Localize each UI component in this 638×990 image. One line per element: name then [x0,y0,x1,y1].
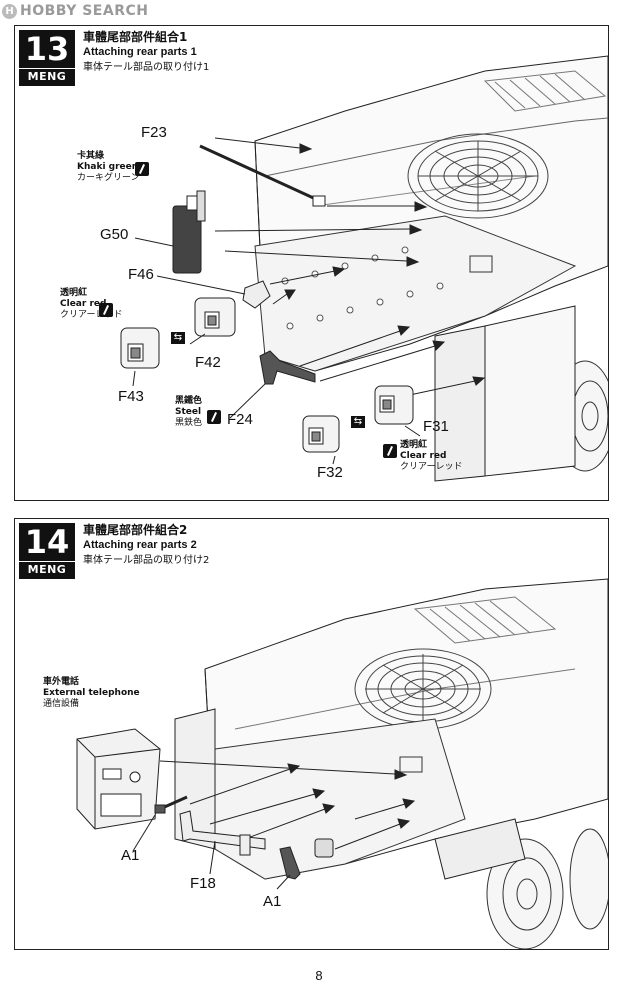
swap-arrows-icon: ⇆ [351,416,365,428]
step-14-panel: 14 MENG 車體尾部部件組合2 Attaching rear parts 2… [14,518,609,950]
external-telephone-box [76,728,161,830]
watermark-logo-icon: H [2,3,17,19]
paint-brush-icon [99,303,113,317]
engine-grille [354,648,492,730]
part-a1-handset [154,795,188,814]
part-f32-light [302,415,340,453]
watermark-text: HOBBY SEARCH [20,3,149,19]
part-label-f23: F23 [141,124,167,141]
part-label-f43: F43 [118,388,144,405]
part-label-a1: A1 [263,893,282,910]
title-japanese: 車体テール部品の取り付け1 [83,62,210,73]
step-13-badge: 13 MENG [19,30,75,86]
part-label-f46: F46 [128,266,154,283]
swap-arrows-icon: ⇆ [171,332,185,344]
paint-brush-icon [383,444,397,458]
title-english: Attaching rear parts 1 [83,46,197,58]
page-number: 8 [315,968,323,983]
sprocket-wheel [486,828,608,949]
color-callout-clear-red: 透明紅 Clear red クリアーレッド [60,288,123,320]
step-13-title: 車體尾部部件組合1 Attaching rear parts 1 車体テール部品… [83,30,209,75]
part-f43-light [120,327,160,369]
part-label-f32: F32 [317,464,343,481]
callout-external-telephone: 車外電話 External telephone 通信設備 [43,677,140,709]
step-13-assembly-drawing [120,55,608,482]
engine-grille [407,133,549,219]
brand-logo: MENG [19,561,75,576]
part-a1-handset [279,838,334,880]
color-callout-khaki-green: 卡其綠 Khaki green カーキグリーン [77,151,140,183]
step-number: 13 [24,30,70,68]
title-japanese: 車体テール部品の取り付け2 [83,555,210,566]
part-f18-bracket [179,810,266,856]
watermark: H HOBBY SEARCH [2,2,148,20]
part-g50-canister [172,190,206,274]
title-english: Attaching rear parts 2 [83,539,197,551]
color-callout-clear-red: 透明紅 Clear red クリアーレッド [400,440,463,472]
part-f46-bracket [242,280,271,309]
paint-brush-icon [207,410,221,424]
step-14-title: 車體尾部部件組合2 Attaching rear parts 2 車体テール部品… [83,523,209,568]
title-chinese: 車體尾部部件組合1 [83,30,188,44]
part-f31-light [374,385,414,425]
paint-brush-icon [135,162,149,176]
step-14-badge: 14 MENG [19,523,75,579]
title-chinese: 車體尾部部件組合2 [83,523,188,537]
part-label-a1: A1 [121,847,140,864]
part-f42-light [194,297,236,337]
step-14-assembly-drawing [76,578,608,949]
part-label-f18: F18 [190,875,216,892]
brand-logo: MENG [19,68,75,83]
step-number: 14 [24,523,70,561]
part-label-f24: F24 [227,411,253,428]
part-label-f31: F31 [423,418,449,435]
part-label-f42: F42 [195,354,221,371]
part-f23-rod [199,144,326,207]
part-f24-tow-hook [259,350,316,385]
color-callout-steel: 黑鐵色 Steel 黒鉄色 [175,396,203,428]
step-13-panel: 13 MENG 車體尾部部件組合1 Attaching rear parts 1… [14,25,609,501]
part-label-g50: G50 [100,226,129,243]
